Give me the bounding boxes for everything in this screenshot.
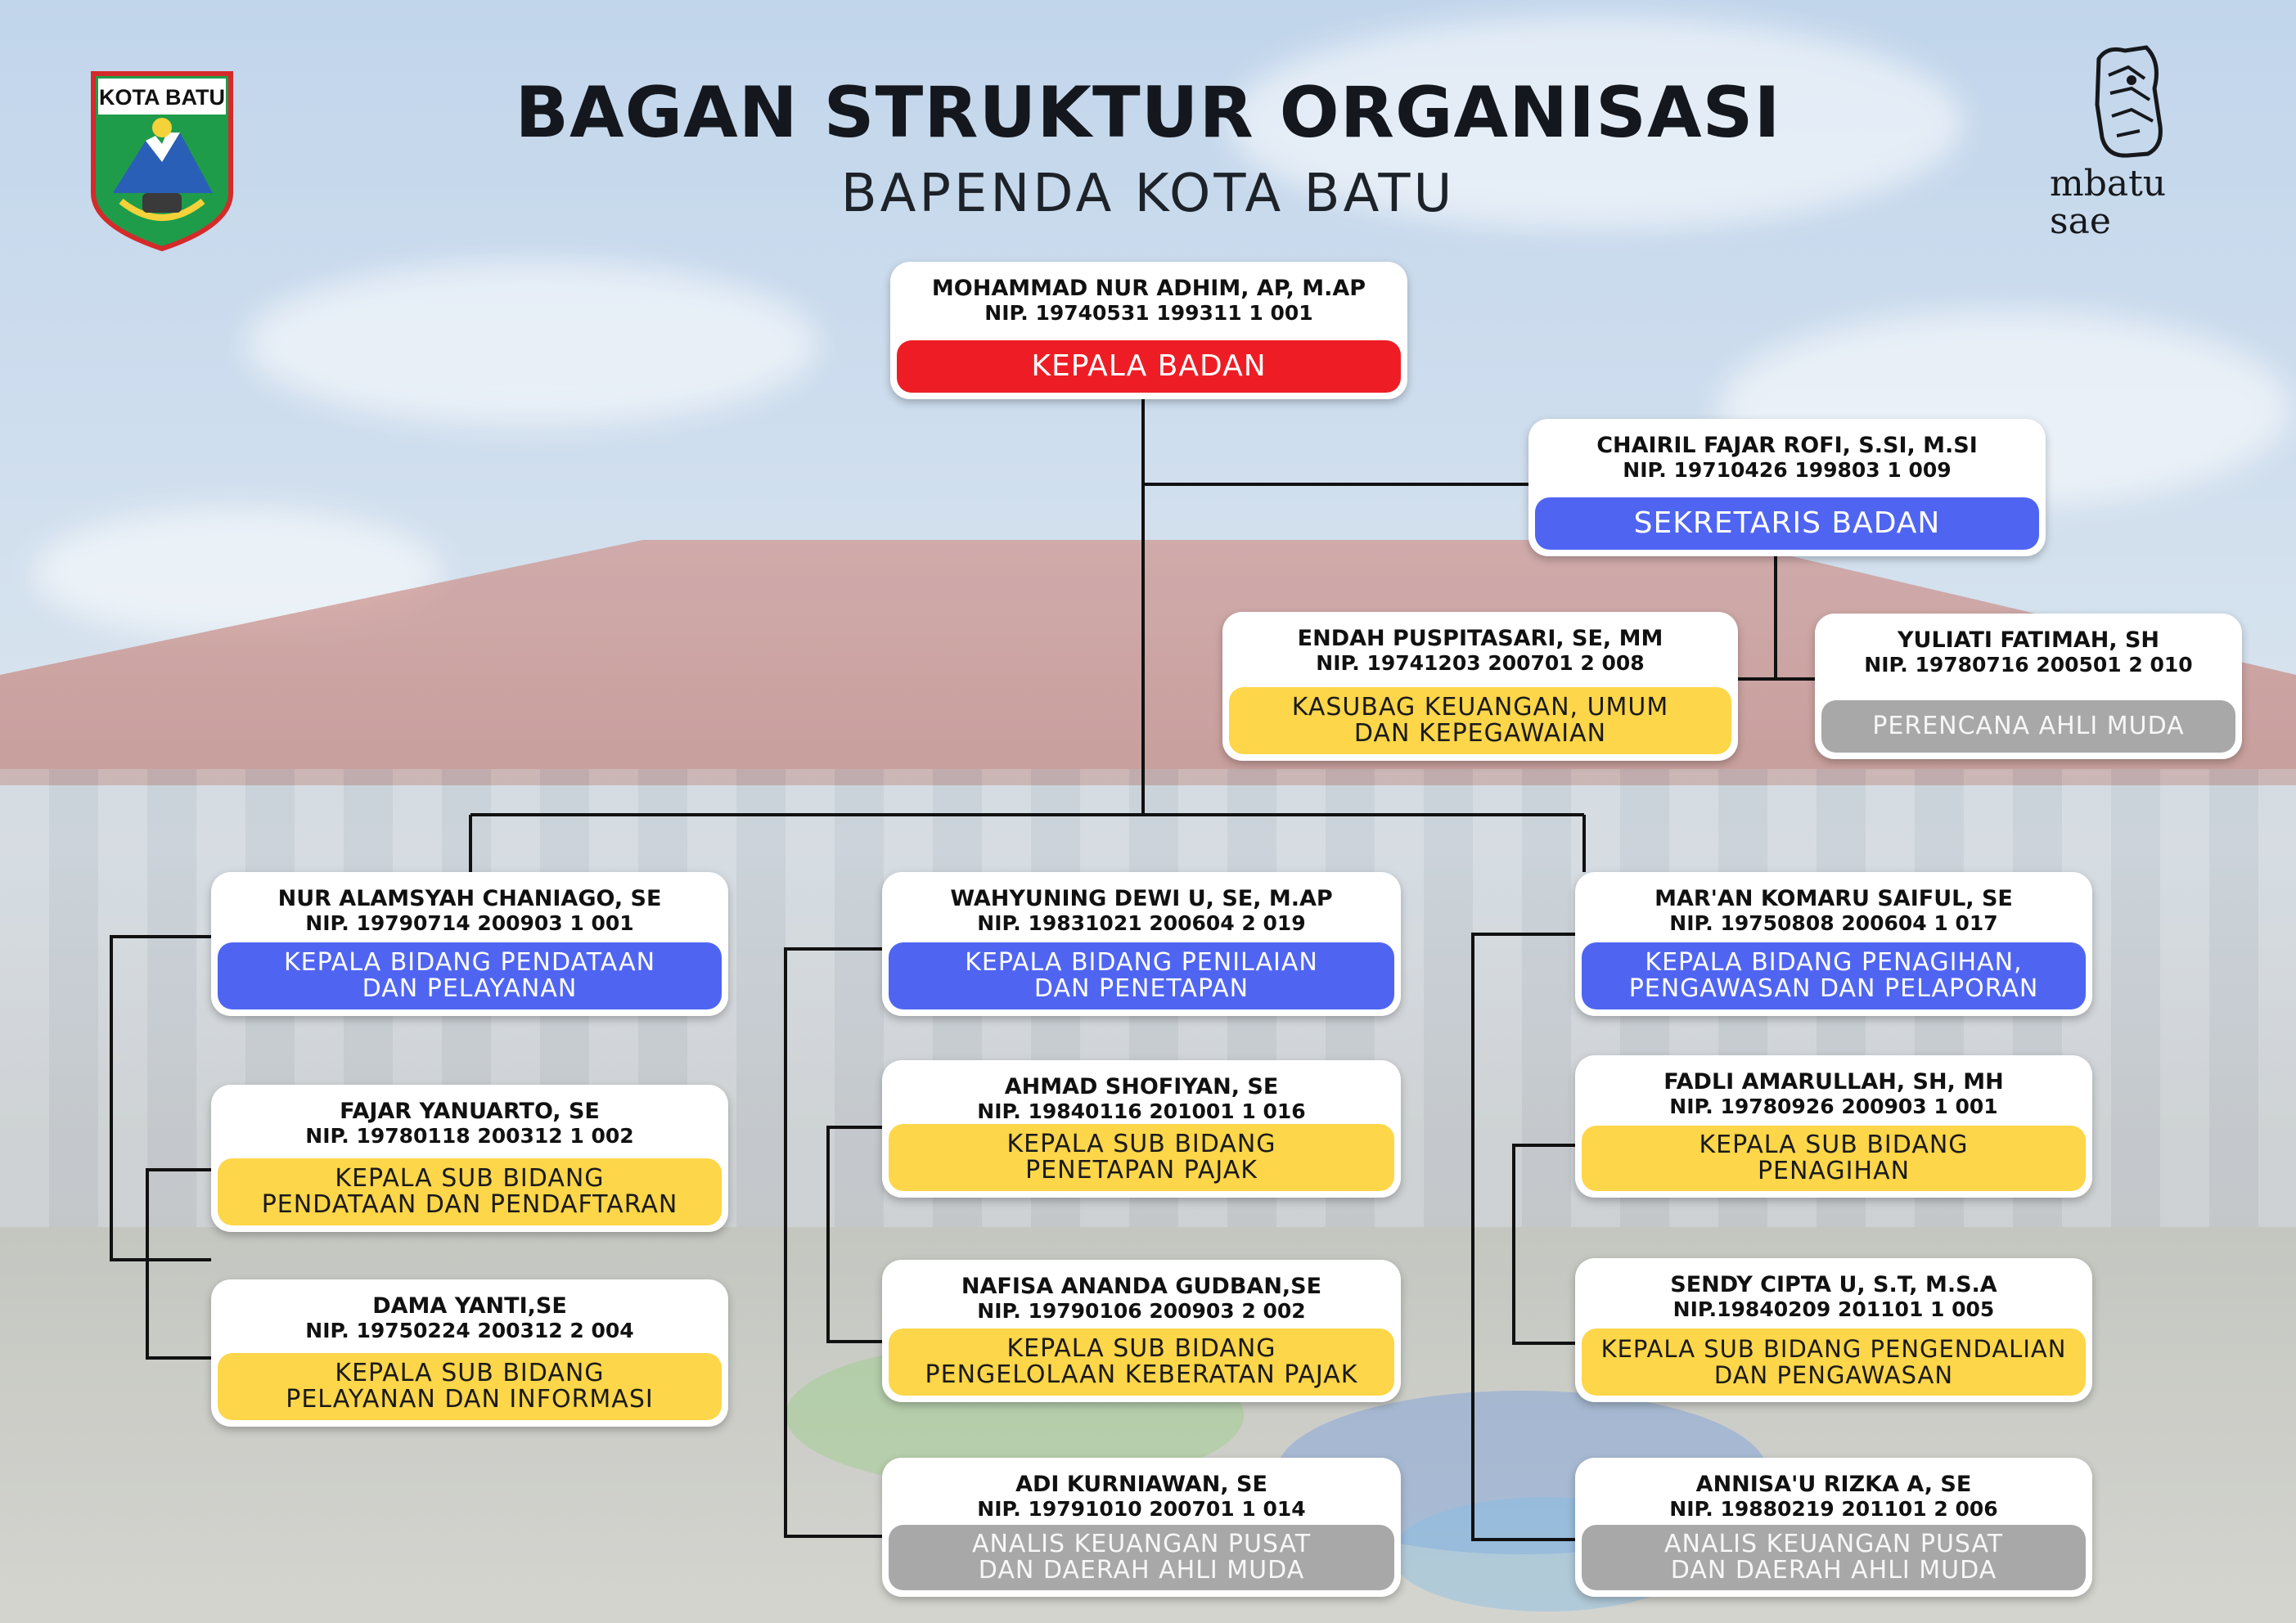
node-name: ENDAH PUSPITASARI, SE, MM: [1297, 626, 1663, 651]
brand-line-2: sae: [2050, 200, 2111, 242]
role-badge: KEPALA SUB BIDANG PENGELOLAAN KEBERATAN …: [889, 1329, 1394, 1396]
role-badge: KEPALA BIDANG PENDATAAN DAN PELAYANAN: [218, 942, 722, 1009]
kota-batu-emblem: KOTA BATU: [88, 70, 236, 252]
node-analis-kanan: ANNISA'U RIZKA A, SE NIP. 19880219 20110…: [1575, 1458, 2092, 1597]
node-nip: NIP. 19710426 199803 1 009: [1623, 458, 1952, 482]
mbatu-sae-logo: mbatu sae: [2050, 43, 2213, 255]
node-perencana: YULIATI FATIMAH, SH NIP. 19780716 200501…: [1815, 614, 2242, 759]
emblem-text: KOTA BATU: [99, 85, 225, 110]
node-sekretaris-badan: CHAIRIL FAJAR ROFI, S.SI, M.SI NIP. 1971…: [1528, 419, 2046, 556]
node-bidang-penagihan: MAR'AN KOMARU SAIFUL, SE NIP. 19750808 2…: [1575, 872, 2092, 1016]
brand-line-1: mbatu: [2050, 163, 2167, 205]
node-nip: NIP. 19791010 200701 1 014: [977, 1497, 1306, 1521]
node-nip: NIP. 19741203 200701 2 008: [1316, 651, 1645, 675]
role-badge: KEPALA SUB BIDANG PENDATAAN DAN PENDAFTA…: [218, 1158, 722, 1225]
node-nip: NIP. 19880219 201101 2 006: [1669, 1497, 1998, 1521]
node-name: MAR'AN KOMARU SAIFUL, SE: [1654, 886, 2013, 911]
node-name: CHAIRIL FAJAR ROFI, S.SI, M.SI: [1596, 433, 1978, 458]
role-badge: KEPALA BIDANG PENAGIHAN, PENGAWASAN DAN …: [1582, 942, 2086, 1009]
role-badge: SEKRETARIS BADAN: [1535, 497, 2039, 550]
node-nip: NIP.19840209 201101 1 005: [1672, 1297, 1995, 1321]
node-name: FADLI AMARULLAH, SH, MH: [1663, 1069, 2004, 1095]
node-nip: NIP. 19780926 200903 1 001: [1669, 1095, 1998, 1118]
node-name: ADI KURNIAWAN, SE: [1015, 1472, 1267, 1497]
node-name: ANNISA'U RIZKA A, SE: [1695, 1472, 1972, 1497]
node-name: NAFISA ANANDA GUDBAN,SE: [961, 1274, 1322, 1299]
node-kepala-badan: MOHAMMAD NUR ADHIM, AP, M.AP NIP. 197405…: [890, 262, 1407, 399]
node-name: FAJAR YANUARTO, SE: [340, 1099, 600, 1124]
node-nip: NIP. 19750808 200604 1 017: [1669, 911, 1998, 935]
node-name: SENDY CIPTA U, S.T, M.S.A: [1670, 1272, 1997, 1297]
node-name: MOHAMMAD NUR ADHIM, AP, M.AP: [931, 276, 1366, 301]
node-nip: NIP. 19740531 199311 1 001: [984, 301, 1313, 325]
node-sub-penetapan: AHMAD SHOFIYAN, SE NIP. 19840116 201001 …: [882, 1060, 1401, 1198]
role-badge: PERENCANA AHLI MUDA: [1821, 700, 2235, 753]
node-sub-keberatan: NAFISA ANANDA GUDBAN,SE NIP. 19790106 20…: [882, 1260, 1401, 1402]
role-badge: KASUBAG KEUANGAN, UMUM DAN KEPEGAWAIAN: [1229, 687, 1731, 754]
page-title: BAGAN STRUKTUR ORGANISASI: [515, 72, 1781, 154]
node-nip: NIP. 19790106 200903 2 002: [977, 1299, 1306, 1323]
node-nip: NIP. 19840116 201001 1 016: [977, 1099, 1306, 1123]
node-sub-penagihan: FADLI AMARULLAH, SH, MH NIP. 19780926 20…: [1575, 1055, 2092, 1198]
node-nip: NIP. 19750224 200312 2 004: [305, 1319, 634, 1342]
node-nip: NIP. 19780716 200501 2 010: [1864, 653, 2193, 677]
node-analis-tengah: ADI KURNIAWAN, SE NIP. 19791010 200701 1…: [882, 1458, 1401, 1597]
node-nip: NIP. 19780118 200312 1 002: [305, 1124, 634, 1148]
role-badge: KEPALA BIDANG PENILAIAN DAN PENETAPAN: [889, 942, 1394, 1009]
node-name: NUR ALAMSYAH CHANIAGO, SE: [277, 886, 662, 911]
node-sub-pelayanan: DAMA YANTI,SE NIP. 19750224 200312 2 004…: [211, 1279, 728, 1427]
node-bidang-pendataan: NUR ALAMSYAH CHANIAGO, SE NIP. 19790714 …: [211, 872, 728, 1016]
role-badge: KEPALA SUB BIDANG PENGENDALIAN DAN PENGA…: [1582, 1329, 2086, 1396]
node-name: WAHYUNING DEWI U, SE, M.AP: [950, 886, 1333, 911]
role-badge: ANALIS KEUANGAN PUSAT DAN DAERAH AHLI MU…: [1582, 1525, 2086, 1590]
node-nip: NIP. 19790714 200903 1 001: [305, 911, 634, 935]
node-sub-pendaftaran: FAJAR YANUARTO, SE NIP. 19780118 200312 …: [211, 1085, 728, 1232]
node-kasubag: ENDAH PUSPITASARI, SE, MM NIP. 19741203 …: [1222, 612, 1738, 761]
node-bidang-penilaian: WAHYUNING DEWI U, SE, M.AP NIP. 19831021…: [882, 872, 1401, 1016]
node-name: DAMA YANTI,SE: [372, 1293, 567, 1319]
role-badge: KEPALA SUB BIDANG PELAYANAN DAN INFORMAS…: [218, 1353, 722, 1420]
role-badge: KEPALA BADAN: [897, 340, 1401, 393]
node-nip: NIP. 19831021 200604 2 019: [977, 911, 1306, 935]
node-name: AHMAD SHOFIYAN, SE: [1004, 1074, 1279, 1099]
page-subtitle: BAPENDA KOTA BATU: [840, 164, 1456, 224]
role-badge: KEPALA SUB BIDANG PENAGIHAN: [1582, 1126, 2086, 1191]
role-badge: KEPALA SUB BIDANG PENETAPAN PAJAK: [889, 1124, 1394, 1191]
node-sub-pengendalian: SENDY CIPTA U, S.T, M.S.A NIP.19840209 2…: [1575, 1258, 2092, 1402]
role-badge: ANALIS KEUANGAN PUSAT DAN DAERAH AHLI MU…: [889, 1525, 1394, 1590]
node-name: YULIATI FATIMAH, SH: [1897, 627, 2160, 653]
